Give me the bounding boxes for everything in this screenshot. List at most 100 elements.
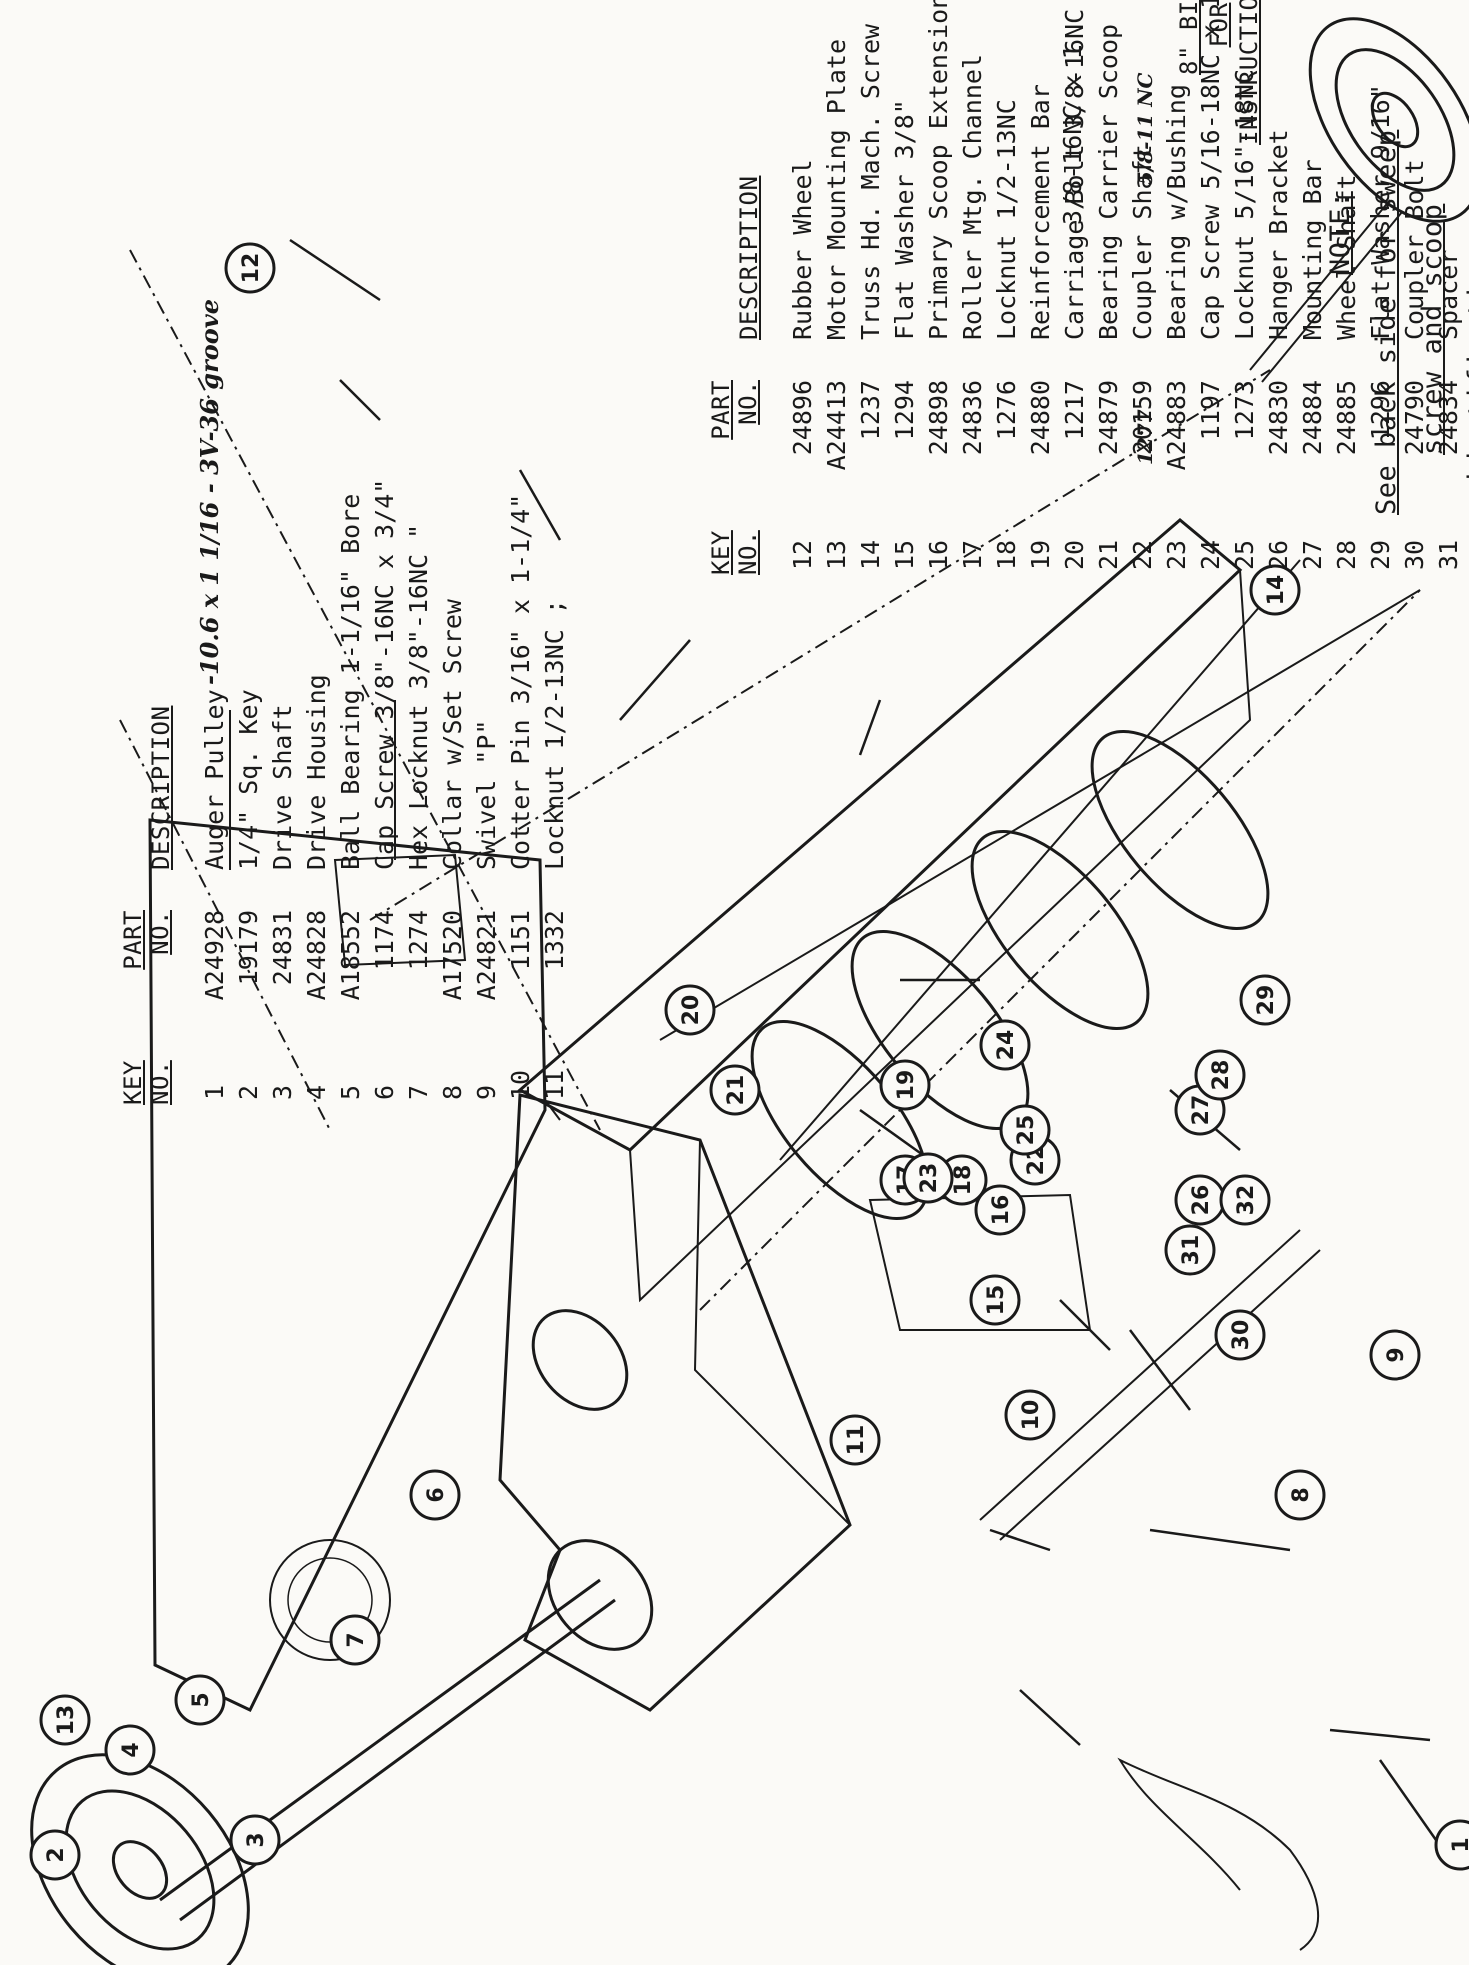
part-number: 24836 [958, 380, 987, 456]
col-key-label-2: NO. [146, 1060, 174, 1105]
callout-32: 32 [1219, 1174, 1271, 1226]
seal-stamp [269, 1539, 391, 1661]
col-part-label-right-2: NO. [734, 380, 762, 425]
callout-number: 3 [244, 1832, 269, 1847]
callout-number: 21 [724, 1075, 749, 1106]
callout-number: 23 [917, 1163, 942, 1194]
part-description: Ball Bearing 1-1/16" Bore [336, 493, 365, 870]
callout-number: 32 [1234, 1185, 1259, 1216]
callout-19: 19 [879, 1059, 931, 1111]
part-description: Hex Locknut 3/8"-16NC " [404, 523, 433, 870]
callout-29: 29 [1239, 974, 1291, 1026]
part-number: 24885 [1332, 380, 1361, 456]
callout-number: 14 [1264, 575, 1289, 606]
part-description: Locknut 1/2-13NC ; [540, 599, 569, 870]
part-description: Cap Screw 3/8"-16NC x 3/4" [370, 478, 399, 870]
part-number: A24413 [822, 380, 851, 471]
part-description: Locknut 1/2-13NC [992, 99, 1021, 340]
swivel-shaft-shape [979, 1229, 1321, 1541]
callout-number: 28 [1209, 1060, 1234, 1091]
part-number: 19179 [234, 910, 263, 986]
part-description: Bearing Carrier Scoop [1094, 23, 1123, 340]
key-number: 14 [856, 539, 885, 570]
part-description: Bearing w/Bushing [1162, 84, 1191, 340]
part-number: A24883 [1162, 380, 1191, 471]
key-number: 26 [1264, 539, 1293, 570]
callout-9: 9 [1369, 1329, 1421, 1381]
key-number: 25 [1230, 539, 1259, 570]
handwritten-pulley-note: -10.6 x 1 1/16 - 3V-36 groove [195, 299, 224, 685]
note-line-1: See back side for sweep [1371, 129, 1402, 515]
callout-16: 16 [974, 1184, 1026, 1236]
part-description: Hanger Bracket [1264, 129, 1293, 340]
motor-mounting-plate-shape [148, 818, 547, 1712]
callout-number: 12 [239, 253, 264, 284]
callout-30: 30 [1214, 1309, 1266, 1361]
part-number: 24830 [1264, 380, 1293, 456]
key-number: 22 [1128, 539, 1157, 570]
callout-20: 20 [664, 984, 716, 1036]
part-number: 1197 [1196, 380, 1225, 441]
part-number: A24828 [302, 910, 331, 1001]
col-description-label: DESCRIPTION [147, 705, 175, 870]
part-number: 1273 [1230, 380, 1259, 441]
key-number: 31 [1434, 539, 1463, 570]
key-number: 5 [336, 1084, 365, 1100]
part-description: Roller Mtg. Channel [958, 54, 987, 340]
part-number: 24898 [924, 380, 953, 456]
part-number: 1332 [540, 910, 569, 971]
callout-26: 26 [1174, 1174, 1226, 1226]
callout-number: 13 [54, 1705, 79, 1736]
callout-number: 18 [951, 1165, 976, 1196]
key-number: 17 [958, 539, 987, 570]
drive-housing-shape [498, 1093, 852, 1712]
part-description: Truss Hd. Mach. Screw [856, 23, 885, 340]
callout-number: 19 [894, 1070, 919, 1101]
key-number: 19 [1026, 539, 1055, 570]
key-number: 13 [822, 539, 851, 570]
part-number: 1276 [992, 380, 1021, 441]
part-description: Motor Mounting Plate [822, 38, 851, 340]
part-number: 24896 [788, 380, 817, 456]
note-title: NOTE: [1325, 191, 1356, 275]
part-description: Cotter Pin 3/16" x 1-1/4" [506, 493, 535, 870]
key-number: 9 [472, 1084, 501, 1100]
part-number: 1274 [404, 910, 433, 971]
row14-continuation: 3/8-16NC x 1 [1058, 44, 1087, 225]
callout-number: 10 [1019, 1400, 1044, 1431]
handwritten-locknut-size: 5/8-11 NC [1133, 72, 1157, 185]
part-number: 1294 [890, 380, 919, 441]
callout-number: 16 [989, 1195, 1014, 1226]
rubber-wheel-shape [1308, 17, 1469, 223]
key-number: 11 [540, 1069, 569, 1100]
part-number: 1217 [1060, 380, 1089, 441]
callout-2: 2 [29, 1829, 81, 1881]
key-number: 10 [506, 1069, 535, 1100]
callout-number: 7 [344, 1632, 369, 1647]
part-description: Reinforcement Bar [1026, 84, 1055, 340]
col-description-label-right: DESCRIPTION [735, 175, 763, 340]
callout-number: 6 [424, 1487, 449, 1502]
key-number: 20 [1060, 539, 1089, 570]
key-number: 27 [1298, 539, 1327, 570]
callout-number: 15 [984, 1285, 1009, 1316]
callout-31: 31 [1164, 1224, 1216, 1276]
callout-number: 24 [994, 1030, 1019, 1061]
callout-4: 4 [104, 1724, 156, 1776]
callout-number: 8 [1289, 1487, 1314, 1502]
key-number: 6 [370, 1084, 399, 1100]
callout-number: 20 [679, 995, 704, 1026]
col-key-label: KEY [119, 1060, 147, 1105]
col-part-label-right: PART [707, 380, 735, 440]
part-description: 1/4" Sq. Key [234, 689, 263, 870]
callout-number: 30 [1229, 1320, 1254, 1351]
callout-number: 31 [1179, 1235, 1204, 1266]
key-number: 21 [1094, 539, 1123, 570]
callout-number: 11 [844, 1425, 869, 1456]
note-line-2: screw and scoop [1417, 203, 1448, 455]
callout-number: 25 [1014, 1115, 1039, 1146]
part-description: Primary Scoop Extension [924, 0, 953, 340]
part-number: 24884 [1298, 380, 1327, 456]
callout-number: 9 [1384, 1347, 1409, 1362]
